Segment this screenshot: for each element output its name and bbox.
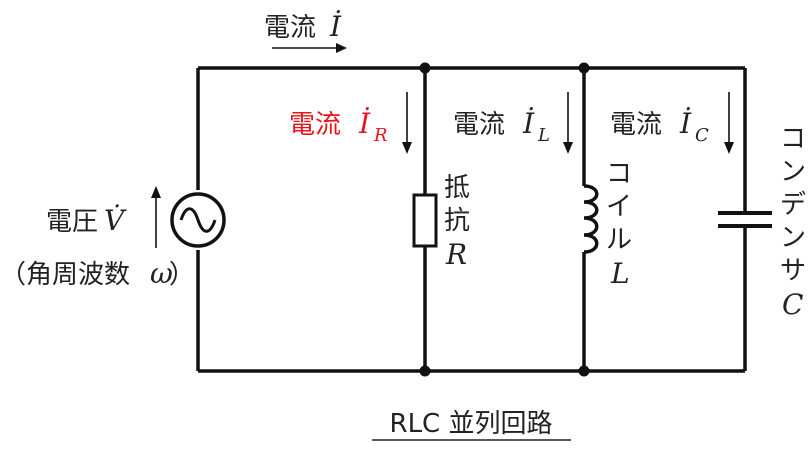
junction-dot [578, 62, 590, 74]
arrow-head-icon [336, 43, 347, 53]
total-current-label: 電流 [264, 13, 316, 43]
ic-subscript: C [695, 125, 709, 146]
ir-symbol: İ [358, 107, 371, 140]
ic-symbol: İ [679, 107, 692, 140]
diagram-caption: RLC 並列回路 [390, 409, 553, 439]
resistor-icon [412, 193, 438, 248]
arrow-head-icon [151, 186, 161, 198]
voltage-label: 電圧 [46, 207, 98, 237]
resistor-symbol: R [445, 238, 467, 271]
arrow-head-icon [402, 142, 412, 154]
junction-dot [419, 365, 431, 377]
il-subscript: L [537, 125, 550, 146]
ic-current-label: 電流 [610, 110, 662, 140]
inductor-symbol: L [610, 257, 630, 290]
inductor-label-1: コ [606, 159, 632, 189]
junction-dots [419, 62, 590, 377]
capacitor-label-5: サ [780, 256, 806, 286]
arrow-head-icon [724, 142, 734, 154]
capacitor-label-3: デ [780, 190, 806, 220]
angular-frequency-close: ） [169, 260, 195, 290]
arrow-head-icon [563, 142, 573, 154]
resistor-label-1: 抵 [444, 173, 470, 203]
inductor-icon [583, 184, 599, 254]
capacitor-label-4: ン [780, 223, 806, 253]
current-arrows [151, 43, 734, 248]
angular-frequency-label: （角周波数 [0, 260, 130, 290]
resistor-label-2: 抗 [444, 206, 470, 236]
voltage-symbol: V̇ [104, 204, 127, 237]
ac-source-icon [170, 192, 226, 248]
capacitor-symbol: C [782, 288, 803, 321]
capacitor-label-2: ン [780, 157, 806, 187]
il-symbol: İ [522, 107, 535, 140]
il-current-label: 電流 [453, 110, 505, 140]
ir-subscript: R [373, 125, 388, 146]
ir-current-label: 電流 [289, 110, 341, 140]
inductor-label-2: イ [606, 192, 632, 222]
circuit-wires [196, 66, 747, 373]
inductor-label-3: ル [606, 225, 632, 255]
junction-dot [419, 62, 431, 74]
capacitor-label-1: コ [780, 124, 806, 154]
omega-symbol: ω [150, 257, 173, 290]
junction-dot [578, 365, 590, 377]
capacitor-icon [718, 211, 772, 228]
total-current-symbol: İ [329, 10, 342, 43]
